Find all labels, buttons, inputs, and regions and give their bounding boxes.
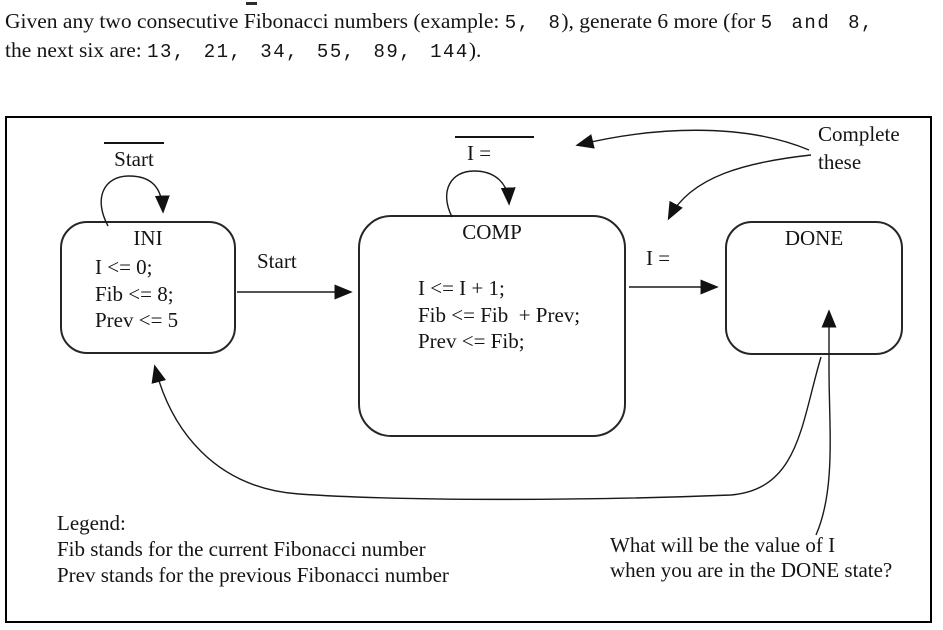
state-comp-action-line: Fib <= Fib + Prev;: [418, 302, 581, 327]
stray-scan-mark: [246, 2, 257, 5]
state-done-title: DONE: [784, 226, 844, 250]
example-numbers: 5, 8: [504, 12, 562, 34]
state-ini-title: INI: [133, 226, 163, 250]
done-state-question: What will be the value of I when you are…: [610, 533, 892, 583]
state-ini: INI I <= 0; Fib <= 8; Prev <= 5: [60, 221, 236, 354]
complete-these-line: these: [818, 150, 862, 174]
state-comp-title: COMP: [462, 220, 522, 244]
state-ini-action-line: Prev <= 5: [95, 308, 179, 332]
problem-statement-line2: the next six are: 13, 21, 34, 55, 89, 14…: [5, 37, 941, 66]
problem-text: ), generate 6 more (for: [561, 9, 761, 33]
legend-fib-line: Fib stands for the current Fibonacci num…: [57, 537, 426, 561]
problem-statement-line1: Given any two consecutive Fibonacci numb…: [5, 8, 941, 37]
state-comp-action-line: I <= I + 1;: [418, 276, 505, 300]
comp-self-loop-condition-label: I =: [455, 136, 534, 166]
state-comp-action-line: Prev <= Fib;: [418, 329, 525, 353]
ini-to-comp-condition-label: Start: [257, 249, 297, 273]
complete-these-line: Complete: [818, 122, 900, 146]
problem-text: ).: [468, 38, 482, 62]
state-ini-actions: I <= 0; Fib <= 8; Prev <= 5: [95, 254, 178, 334]
state-ini-action-line: I <= 0;: [95, 255, 153, 279]
legend: Legend: Fib stands for the current Fibon…: [57, 510, 449, 588]
state-ini-action-line: Fib <= 8;: [95, 281, 174, 306]
problem-statement: Given any two consecutive Fibonacci numb…: [5, 8, 941, 66]
state-done: DONE: [725, 221, 903, 355]
question-line: What will be the value of I: [610, 533, 836, 557]
comp-to-done-condition-label: I =: [646, 246, 671, 270]
ini-self-loop-condition-label: Start: [104, 142, 164, 172]
state-comp-actions: I <= I + 1; Fib <= Fib + Prev; Prev <= F…: [418, 275, 580, 355]
problem-text: Given any two consecutive Fibonacci numb…: [5, 9, 505, 33]
state-comp: COMP I <= I + 1; Fib <= Fib + Prev; Prev…: [358, 215, 626, 437]
example-pair: 5 and 8,: [760, 12, 874, 34]
problem-text: the next six are:: [5, 38, 148, 62]
legend-prev-line: Prev stands for the previous Fibonacci n…: [57, 563, 449, 587]
complete-these-note: Complete these: [818, 120, 900, 176]
question-line: when you are in the DONE state?: [610, 558, 893, 582]
legend-title: Legend:: [57, 511, 126, 535]
fibonacci-sequence: 13, 21, 34, 55, 89, 144: [147, 41, 469, 63]
